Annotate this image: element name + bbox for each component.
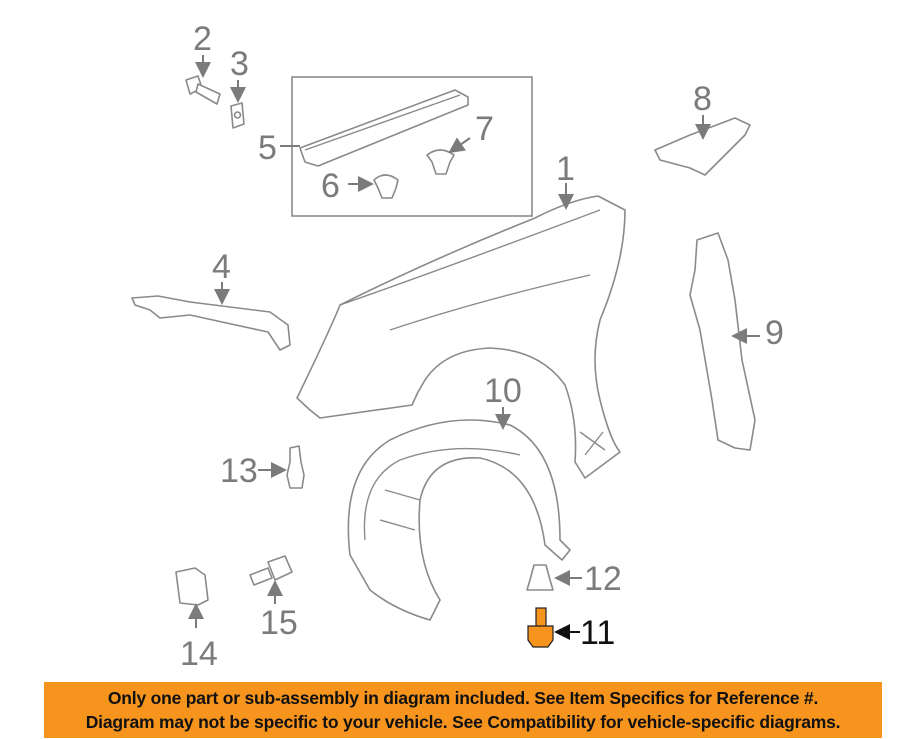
callout-10: 10	[484, 372, 522, 410]
part-10-fender-liner	[347, 419, 571, 621]
callout-4: 4	[212, 248, 231, 286]
disclaimer-line-2: Diagram may not be specific to your vehi…	[85, 712, 841, 732]
part-13-clip	[286, 445, 305, 489]
part-12-nut	[526, 564, 554, 591]
callout-8: 8	[693, 80, 712, 118]
part-4-bracket	[131, 295, 291, 351]
callout-arrows	[188, 55, 760, 640]
callout-9: 9	[765, 314, 784, 352]
disclaimer-banner: Only one part or sub-assembly in diagram…	[44, 682, 882, 738]
part-9-seal	[689, 232, 756, 451]
disclaimer-line-1: Only one part or sub-assembly in diagram…	[107, 688, 819, 708]
callout-6: 6	[321, 167, 340, 205]
callout-1: 1	[556, 150, 575, 188]
part-3-nut	[230, 102, 245, 129]
part-14-retainer	[175, 567, 209, 606]
callout-7: 7	[475, 110, 494, 148]
part-11-bolt-highlighted	[527, 607, 554, 648]
callout-13: 13	[220, 452, 258, 490]
callout-12: 12	[584, 560, 622, 598]
part-5-molding	[299, 89, 469, 167]
part-2-bolt	[185, 75, 221, 105]
part-8-bracket	[654, 117, 751, 176]
part-6-clip	[373, 174, 399, 199]
part-7-clip	[426, 149, 455, 175]
callout-3: 3	[230, 45, 249, 83]
callout-2: 2	[193, 20, 212, 58]
callout-5: 5	[258, 129, 277, 167]
callout-14: 14	[180, 635, 218, 673]
callout-11: 11	[580, 614, 615, 652]
callout-15: 15	[260, 604, 298, 642]
part-1-fender	[296, 195, 626, 479]
part-15-clip	[249, 555, 293, 586]
